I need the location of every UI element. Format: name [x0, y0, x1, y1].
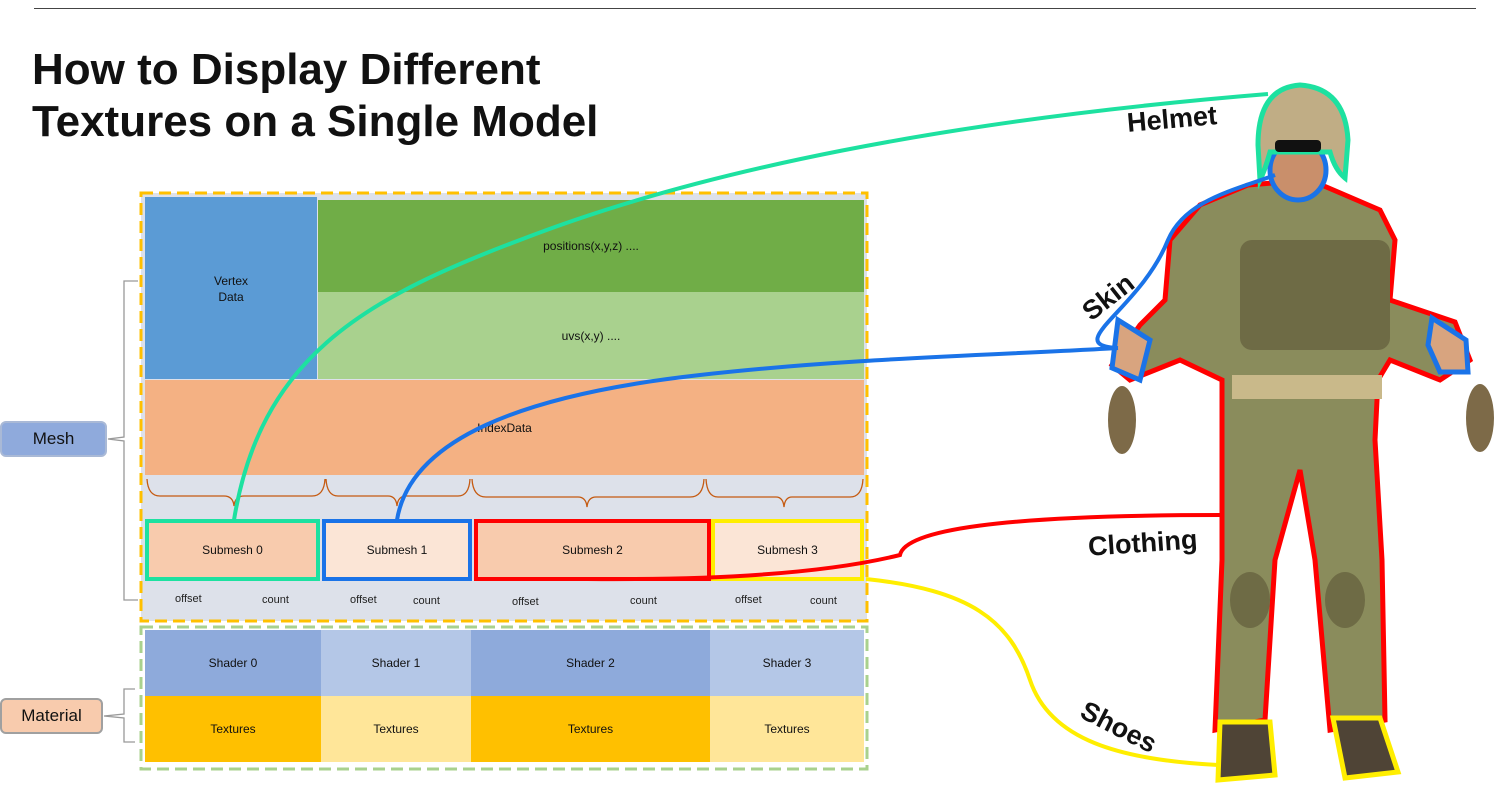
submesh-3-count: count [810, 595, 837, 607]
submesh-1-count: count [413, 595, 440, 607]
submesh-1-label: Submesh 1 [366, 543, 428, 557]
submesh-1: Submesh 1 [322, 519, 472, 581]
clothing-connector [586, 513, 1223, 582]
shader-0: Shader 0 [145, 630, 321, 696]
shader-3: Shader 3 [710, 630, 864, 696]
mesh-dashed-frame [139, 191, 869, 623]
shader-0-label: Shader 0 [208, 656, 258, 670]
textures-2: Textures [471, 696, 710, 762]
textures-1-label: Textures [373, 722, 419, 736]
page-title: How to Display Different Textures on a S… [32, 44, 598, 148]
submesh-0: Submesh 0 [145, 519, 320, 581]
material-brace [103, 688, 135, 743]
shader-1: Shader 1 [321, 630, 471, 696]
submesh-0-count: count [262, 594, 289, 606]
submesh-0-label: Submesh 0 [202, 543, 263, 557]
skin-connector [395, 346, 1119, 521]
title-line-2: Textures on a Single Model [32, 97, 599, 146]
index-braces [146, 478, 864, 508]
shader-2-label: Shader 2 [566, 656, 615, 670]
uvs-text: uvs(x,y) .... [561, 328, 621, 343]
submesh-0-offset: offset [175, 593, 202, 605]
index-data-block: IndexData [145, 380, 864, 475]
textures-3: Textures [710, 696, 864, 762]
shader-3-label: Shader 3 [762, 656, 812, 670]
shader-2: Shader 2 [471, 630, 710, 696]
textures-2-label: Textures [567, 722, 614, 736]
textures-3-label: Textures [764, 722, 810, 736]
helmet-connector [232, 92, 1269, 521]
material-dashed-frame [139, 625, 869, 771]
shader-1-label: Shader 1 [371, 656, 421, 670]
shoes-connector [865, 577, 1219, 767]
mesh-label: Mesh [0, 421, 107, 457]
skin-connector-upper [1095, 173, 1276, 350]
submesh-2-offset: offset [512, 596, 539, 608]
textures-0-label: Textures [210, 722, 256, 736]
positions-text: positions(x,y,z) .... [543, 239, 639, 253]
vertex-data-block: Vertex Data [145, 197, 317, 379]
uvs-block: uvs(x,y) .... [318, 292, 864, 379]
helmet-shape [1255, 82, 1351, 190]
submesh-1-offset: offset [350, 594, 377, 606]
mesh-brace [107, 280, 138, 601]
title-line-1: How to Display Different [32, 45, 541, 94]
textures-0: Textures [145, 696, 321, 762]
submesh-2-label: Submesh 2 [562, 543, 623, 557]
submesh-3-label: Submesh 3 [757, 543, 818, 557]
top-rule [34, 8, 1476, 9]
mesh-label-text: Mesh [32, 429, 75, 448]
submesh-3: Submesh 3 [711, 519, 864, 581]
submesh-2-count: count [630, 595, 657, 607]
soldier-figure [1108, 82, 1494, 783]
vertex-data-text: Vertex Data [213, 274, 249, 304]
left-shoe [1215, 719, 1278, 783]
right-shoe [1329, 715, 1402, 781]
textures-1: Textures [321, 696, 471, 762]
material-label: Material [0, 698, 103, 734]
submesh-3-offset: offset [735, 594, 762, 606]
material-label-text: Material [21, 706, 82, 725]
